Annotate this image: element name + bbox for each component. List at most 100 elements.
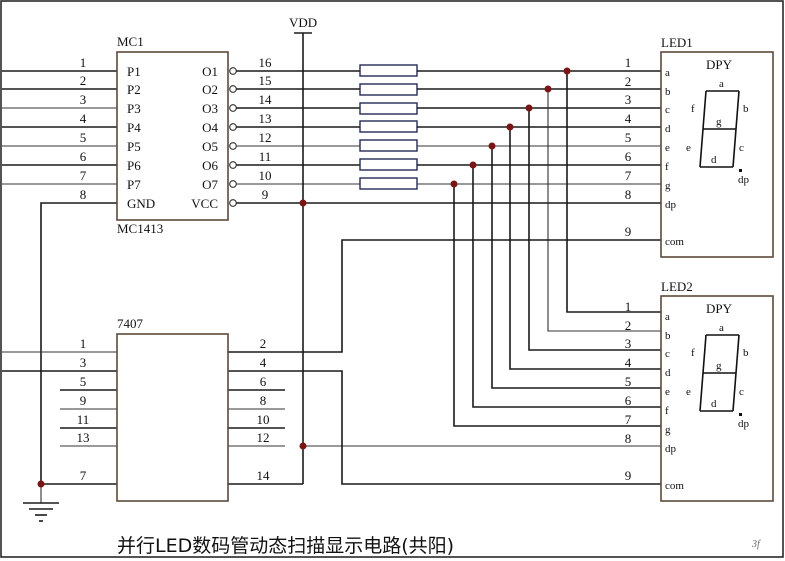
led-type-label: DPY xyxy=(706,301,733,316)
pin-number: 7 xyxy=(625,412,632,427)
pin-label: O6 xyxy=(202,158,218,173)
segment-label-a: a xyxy=(719,78,724,90)
output-bubble xyxy=(229,180,237,188)
pin-label: O7 xyxy=(202,177,218,192)
pin-number: 1 xyxy=(80,336,87,351)
pin-number: 8 xyxy=(625,187,632,202)
pin-number: 9 xyxy=(262,187,269,202)
pin-name: com xyxy=(665,236,684,248)
pin-number: 14 xyxy=(257,468,271,483)
pin-name: a xyxy=(665,311,670,323)
pin-number: 5 xyxy=(625,374,632,389)
pin-number: 2 xyxy=(625,318,632,333)
pin-number: 13 xyxy=(77,430,90,445)
segment-label-dp: dp xyxy=(738,174,750,186)
junction-dot xyxy=(525,104,533,112)
pin-name: dp xyxy=(665,443,677,455)
segment-label-e: e xyxy=(686,386,691,398)
pin-number: 6 xyxy=(625,393,632,408)
segment-label-d: d xyxy=(711,398,717,410)
pin-number: 4 xyxy=(80,111,87,126)
pin-number: 7 xyxy=(80,168,87,183)
pin-number: 10 xyxy=(257,412,270,427)
pin-number: 11 xyxy=(77,412,90,427)
pin-label: P5 xyxy=(127,139,141,154)
pin-label: GND xyxy=(127,196,155,211)
pin-name: c xyxy=(665,348,670,360)
led-body xyxy=(660,295,774,502)
pin-name: b xyxy=(665,330,671,342)
output-bubble xyxy=(229,104,237,112)
pin-label: VCC xyxy=(191,196,218,211)
mc1-ref-label: MC1 xyxy=(117,34,144,49)
pin-number: 5 xyxy=(80,374,87,389)
led-body xyxy=(660,51,774,258)
pin-number: 9 xyxy=(625,224,632,239)
pin-number: 3 xyxy=(80,355,87,370)
pin-label: O1 xyxy=(202,64,218,79)
segment-label-c: c xyxy=(739,142,744,154)
pin-number: 3 xyxy=(625,92,632,107)
pin-number: 6 xyxy=(260,374,267,389)
pin-label: P2 xyxy=(127,82,141,97)
pin-name: d xyxy=(665,367,671,379)
pin-number: 12 xyxy=(257,430,270,445)
led-type-label: DPY xyxy=(706,57,733,72)
resistor-f xyxy=(359,158,418,171)
led-ref-label: LED2 xyxy=(661,279,693,294)
segment-label-d: d xyxy=(711,154,717,166)
junction-dot xyxy=(469,161,477,169)
pin-number: 8 xyxy=(625,431,632,446)
segment-label-b: b xyxy=(743,103,749,115)
pin-name: b xyxy=(665,86,671,98)
resistor-c xyxy=(359,102,418,115)
pin-number: 2 xyxy=(80,73,87,88)
resistor-d xyxy=(359,120,418,133)
segment-label-b: b xyxy=(743,347,749,359)
seven-segment-icon xyxy=(699,334,742,416)
led-ref-label: LED1 xyxy=(661,35,693,50)
pin-number: 2 xyxy=(625,74,632,89)
junction-dot xyxy=(299,442,307,450)
pin-name: g xyxy=(665,180,671,192)
pin-number: 10 xyxy=(259,168,272,183)
pin-number: 11 xyxy=(259,149,272,164)
pin-number: 6 xyxy=(625,149,632,164)
output-bubble xyxy=(229,161,237,169)
junction-dot xyxy=(37,480,45,488)
output-bubble xyxy=(229,142,237,150)
pin-name: e xyxy=(665,386,670,398)
pin-label: P1 xyxy=(127,64,141,79)
com-drive-wires xyxy=(2,239,661,485)
pin-number: 1 xyxy=(80,55,87,70)
junction-dot xyxy=(544,85,552,93)
pin-label: P4 xyxy=(127,120,141,135)
pin-number: 1 xyxy=(625,299,632,314)
segment-label-f: f xyxy=(691,347,695,359)
pin-label: O4 xyxy=(202,120,218,135)
segment-label-e: e xyxy=(686,142,691,154)
pin-number: 3 xyxy=(80,92,87,107)
pin-number: 4 xyxy=(625,111,632,126)
mc1-input-wires xyxy=(2,70,117,484)
mc1-output-wires xyxy=(236,70,661,204)
mc1-part-label: MC1413 xyxy=(117,221,163,236)
pin-name: g xyxy=(665,424,671,436)
led2-segment-buses xyxy=(453,71,661,427)
pin-name: dp xyxy=(665,199,677,211)
pin-label: P6 xyxy=(127,158,141,173)
segment-label-c: c xyxy=(739,386,744,398)
pin-name: a xyxy=(665,67,670,79)
pin-number: 7 xyxy=(80,468,87,483)
segment-label-dp: dp xyxy=(738,418,750,430)
pin-name: d xyxy=(665,123,671,135)
segment-label-f: f xyxy=(691,103,695,115)
segment-label-g: g xyxy=(716,116,722,128)
diagram-caption: 并行LED数码管动态扫描显示电路(共阳) xyxy=(117,535,454,557)
resistor-a xyxy=(359,64,418,77)
pin-number: 1 xyxy=(625,55,632,70)
